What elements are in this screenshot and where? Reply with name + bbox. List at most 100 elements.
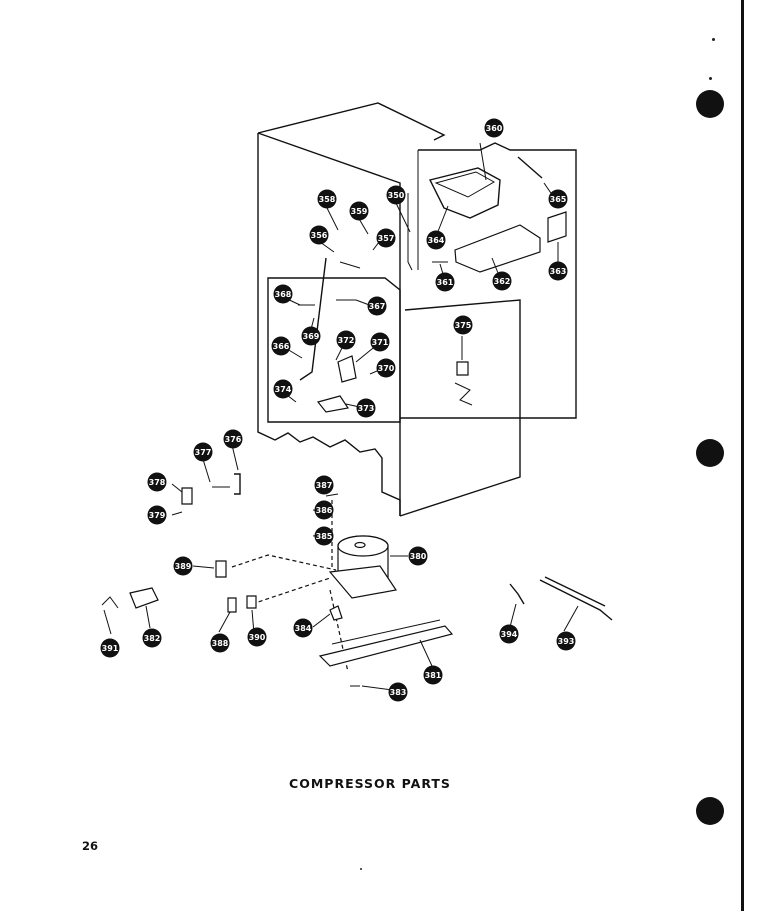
page-edge-bar — [741, 0, 744, 911]
callout-label: 375 — [455, 321, 472, 330]
tube-and-clamp — [509, 576, 613, 621]
callout-label: 385 — [316, 532, 333, 541]
callout-376: 376 — [223, 429, 243, 449]
callout-394: 394 — [499, 624, 519, 644]
callout-bubble — [548, 261, 568, 281]
callout-383: 383 — [388, 682, 408, 702]
callout-label: 363 — [550, 267, 567, 276]
callout-label: 388 — [212, 639, 229, 648]
callout-361: 361 — [435, 272, 455, 292]
callout-bubble — [426, 230, 446, 250]
binder-hole-middle — [696, 439, 724, 467]
callout-372: 372 — [336, 330, 356, 350]
callout-label: 366 — [273, 342, 290, 351]
callout-387: 387 — [314, 475, 334, 495]
callout-371: 371 — [370, 332, 390, 352]
binder-hole-bottom — [696, 797, 724, 825]
callout-bubble — [271, 336, 291, 356]
callout-391: 391 — [100, 638, 120, 658]
callout-label: 379 — [149, 511, 166, 520]
callout-388: 388 — [210, 633, 230, 653]
callout-bubble — [147, 472, 167, 492]
callout-label: 377 — [195, 448, 212, 457]
callout-label: 364 — [428, 236, 445, 245]
callout-bubble — [100, 638, 120, 658]
callout-bubble — [223, 429, 243, 449]
callout-bubble — [367, 296, 387, 316]
callout-377: 377 — [193, 442, 213, 462]
callout-365: 365 — [548, 189, 568, 209]
callout-358: 358 — [317, 189, 337, 209]
callout-bubble — [435, 272, 455, 292]
callout-bubble — [376, 228, 396, 248]
callout-389: 389 — [173, 556, 193, 576]
callout-bubble — [453, 315, 473, 335]
callout-label: 389 — [175, 562, 192, 571]
callout-label: 390 — [249, 633, 266, 642]
callout-bubble — [147, 505, 167, 525]
callout-bubble — [388, 682, 408, 702]
callout-bubble — [492, 271, 512, 291]
callout-label: 361 — [437, 278, 454, 287]
callout-374: 374 — [273, 379, 293, 399]
compressor-assembly — [215, 493, 398, 673]
callout-label: 367 — [369, 302, 386, 311]
callout-label: 369 — [303, 332, 320, 341]
callout-label: 378 — [149, 478, 166, 487]
callout-384: 384 — [293, 618, 313, 638]
control-inset — [267, 257, 401, 423]
callout-bubble — [173, 556, 193, 576]
callout-bubble — [273, 284, 293, 304]
callout-bubble — [301, 326, 321, 346]
callout-bubble — [423, 665, 443, 685]
callout-bubble — [309, 225, 329, 245]
callout-367: 367 — [367, 296, 387, 316]
callout-356: 356 — [309, 225, 329, 245]
callout-bubble — [336, 330, 356, 350]
page-number: 26 — [82, 839, 99, 853]
callout-label: 381 — [425, 671, 442, 680]
diagram-title: COMPRESSOR PARTS — [289, 776, 451, 791]
small-parts-left — [101, 473, 241, 609]
callout-357: 357 — [376, 228, 396, 248]
callout-bubble — [370, 332, 390, 352]
callout-label: 372 — [338, 336, 355, 345]
callout-bubble — [314, 475, 334, 495]
callout-label: 373 — [358, 404, 375, 413]
callout-label: 362 — [494, 277, 511, 286]
callout-370: 370 — [376, 358, 396, 378]
callout-373: 373 — [356, 398, 376, 418]
callout-label: 356 — [311, 231, 328, 240]
callout-label: 383 — [390, 688, 407, 697]
callout-bubble — [193, 442, 213, 462]
callout-label: 393 — [558, 637, 575, 646]
callout-368: 368 — [273, 284, 293, 304]
callout-bubble — [484, 118, 504, 138]
cabinet-outline — [257, 102, 521, 517]
callout-350: 350 — [386, 185, 406, 205]
callout-bubble — [314, 526, 334, 546]
callout-label: 370 — [378, 364, 395, 373]
callout-label: 380 — [410, 552, 427, 561]
callout-bubble — [356, 398, 376, 418]
base-rail — [318, 619, 454, 687]
callout-label: 391 — [102, 644, 119, 653]
callout-bubble — [376, 358, 396, 378]
callout-bubble — [273, 379, 293, 399]
callout-label: 357 — [378, 234, 395, 243]
callout-375: 375 — [453, 315, 473, 335]
callout-bubble — [317, 189, 337, 209]
callout-362: 362 — [492, 271, 512, 291]
callout-366: 366 — [271, 336, 291, 356]
callout-label: 371 — [372, 338, 389, 347]
callout-360: 360 — [484, 118, 504, 138]
binder-hole-top — [696, 90, 724, 118]
callout-label: 350 — [388, 191, 405, 200]
callout-bubble — [556, 631, 576, 651]
callout-bubble — [142, 628, 162, 648]
speck — [712, 38, 715, 41]
callout-label: 360 — [486, 124, 503, 133]
callout-label: 387 — [316, 481, 333, 490]
